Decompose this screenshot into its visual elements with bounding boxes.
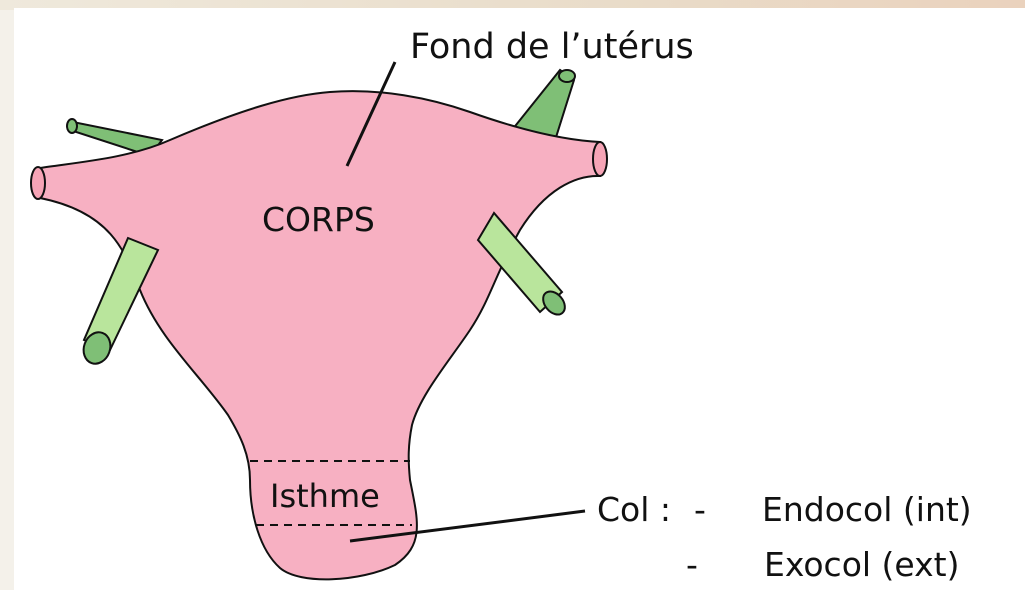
- isthmus-label: Isthme: [270, 480, 380, 512]
- exocol-label: Exocol (ext): [764, 548, 960, 581]
- fundus-label: Fond de l’utérus: [410, 30, 694, 65]
- right-upper-ligament-end: [559, 70, 575, 82]
- left-tube-end: [31, 167, 45, 199]
- exocol-dash: -: [686, 548, 698, 581]
- endocol-label: Endocol (int): [762, 493, 972, 526]
- right-tube-end: [593, 142, 607, 176]
- cervix-label: Col :: [597, 493, 671, 526]
- endocol-dash: -: [694, 493, 706, 526]
- left-upper-ligament-end: [67, 119, 77, 133]
- body-label: CORPS: [262, 203, 375, 236]
